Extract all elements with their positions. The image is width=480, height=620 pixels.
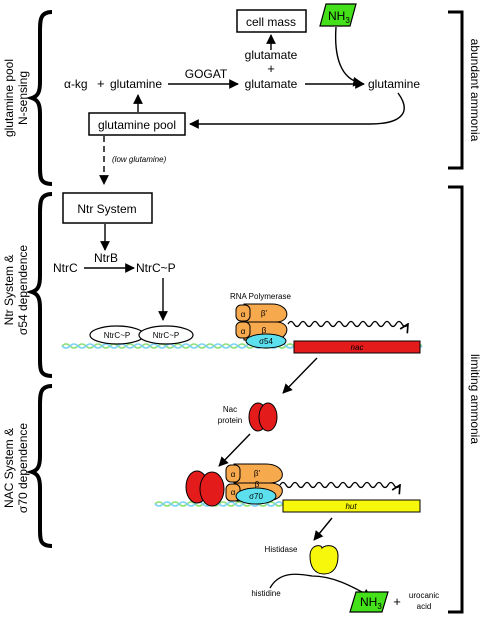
rna-polymerase-sigma54 [235, 303, 288, 349]
glutamate-1: glutamate [245, 48, 298, 62]
urocanic-acid-label-2: acid [417, 602, 432, 611]
left-brace-mid [25, 192, 53, 378]
label-limiting-ammonia: limiting ammonia [468, 354, 480, 444]
alpha-kg-plus: + [97, 76, 105, 91]
hut-translation-arrow [313, 517, 333, 541]
bound-ntrcp-2-label: NtrC~P [153, 331, 179, 340]
glutamine-return-arrow [189, 92, 405, 129]
label-ntr-system: Ntr System & [2, 255, 16, 326]
nac-protein-dimer [248, 402, 278, 432]
gogat-label: GOGAT [185, 67, 228, 81]
label-glutamine-pool: glutamine pool [2, 59, 16, 137]
glutamine-right: glutamine [368, 77, 420, 91]
label-sigma54-dependence: σ54 dependence [16, 245, 30, 335]
nac-protein-label-2: protein [218, 416, 242, 425]
alpha-kg: α-kg [64, 77, 88, 91]
cell-mass-label: cell mass [246, 15, 296, 29]
rna-polymerase-sigma70 [225, 463, 283, 505]
label-n-sensing: N-sensing [16, 71, 30, 125]
right-bracket-limiting [448, 185, 464, 614]
right-bracket-abundant [448, 10, 464, 170]
glutamine-pool-box [88, 112, 186, 136]
nh3-top-shape [319, 3, 357, 27]
rnap1-beta: β [262, 326, 267, 335]
glutamine-left: glutamine [110, 77, 162, 91]
left-brace-bottom [25, 384, 53, 548]
cell-mass-box [236, 9, 307, 33]
nh3-plus: + [393, 594, 401, 609]
rnap2-beta: β [255, 480, 260, 489]
glutamine-pool-label: glutamine pool [98, 118, 176, 132]
hut-gene-box [282, 499, 421, 513]
left-brace-top [25, 10, 53, 186]
label-sigma70-dependence: σ70 dependence [16, 423, 30, 513]
ntrb-label: NtrB [94, 251, 118, 265]
rna-polymerase-label: RNA Polymerase [230, 292, 291, 301]
nac-binding-arrow [218, 433, 251, 467]
mrna-wave-2 [279, 481, 400, 488]
label-nac-system: NAC System & [2, 428, 16, 508]
glutamate-2: glutamate [245, 77, 298, 91]
nh3-top-label: NH3 [328, 9, 350, 25]
mrna-wave-1 [287, 320, 408, 327]
bound-nac-dimer [185, 470, 225, 507]
nac-translation-arrow [282, 357, 318, 394]
bound-ntrcp-2 [138, 325, 194, 345]
rnap2-alpha1: α [231, 470, 236, 479]
ntrc-label: NtrC [53, 261, 78, 275]
glutamate-plus: + [267, 61, 275, 76]
nh3-bottom-shape [349, 591, 389, 613]
rnap1-sigma54: σ54 [259, 337, 273, 346]
urocanic-acid-label-1: urocanic [409, 591, 439, 600]
rnap2-alpha2: α [231, 488, 236, 497]
ntrcp-label: NtrC~P [136, 261, 176, 275]
rnap1-alpha2: α [241, 327, 246, 336]
ntr-system-label: Ntr System [77, 202, 136, 216]
rnap1-alpha1: α [241, 310, 246, 319]
rnap2-sigma70: σ70 [249, 492, 263, 501]
ntr-system-box [62, 192, 153, 224]
nac-gene-label: nac [351, 343, 364, 352]
nac-gene-box [293, 340, 421, 354]
rnap1-beta-prime: β' [261, 309, 268, 318]
histidine-label: histidine [251, 589, 281, 598]
nh3-curve-arrow [334, 26, 363, 87]
histidase-enzyme [309, 545, 339, 575]
histidase-label: Histidase [265, 545, 298, 554]
rnap2-beta-prime: β' [254, 469, 261, 478]
nac-protein-label-1: Nac [223, 405, 237, 414]
nh3-bottom-label: NH3 [360, 595, 382, 611]
label-abundant-ammonia: abundant ammonia [468, 39, 480, 142]
bound-ntrcp-1-label: NtrC~P [104, 331, 130, 340]
low-glutamine-label: (low glutamine) [112, 155, 167, 164]
hut-gene-label: hut [345, 502, 357, 511]
